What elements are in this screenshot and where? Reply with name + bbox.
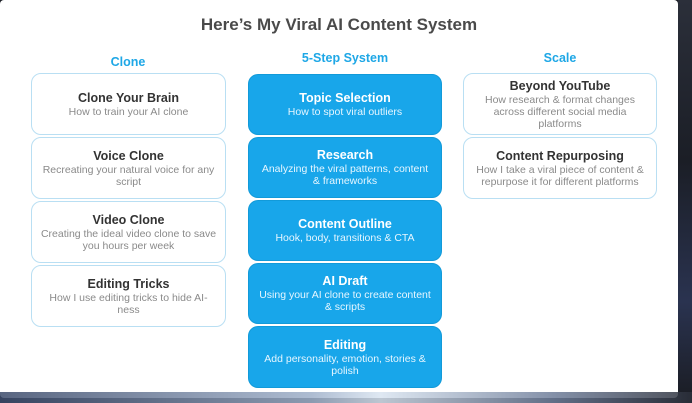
card-title: Content Repurposing [496, 148, 624, 163]
card-subtitle: How to train your AI clone [68, 105, 189, 118]
card-content-repurposing: Content Repurposing How I take a viral p… [463, 137, 657, 199]
card-clone-your-brain: Clone Your Brain How to train your AI cl… [31, 73, 226, 135]
card-title: Topic Selection [299, 91, 391, 105]
card-title: Content Outline [298, 217, 392, 231]
card-content-outline: Content Outline Hook, body, transitions … [248, 200, 442, 261]
card-subtitle: Analyzing the viral patterns, content & … [261, 163, 429, 187]
card-title: Clone Your Brain [78, 90, 179, 105]
card-title: AI Draft [322, 274, 368, 288]
slide: Here’s My Viral AI Content System Clone … [0, 0, 678, 398]
card-subtitle: Creating the ideal video clone to save y… [40, 227, 217, 252]
card-beyond-youtube: Beyond YouTube How research & format cha… [463, 73, 657, 135]
slide-title: Here’s My Viral AI Content System [200, 15, 478, 34]
card-subtitle: Add personality, emotion, stories & poli… [264, 352, 426, 377]
column-heading-clone: Clone [110, 55, 146, 69]
card-voice-clone: Voice Clone Recreating your natural voic… [31, 137, 226, 199]
card-subtitle: How research & format changes across dif… [485, 93, 635, 130]
card-research: Research Analyzing the viral patterns, c… [248, 137, 442, 198]
card-topic-selection: Topic Selection How to spot viral outlie… [248, 74, 442, 135]
card-title: Research [316, 148, 374, 162]
card-subtitle: How to spot viral outliers [287, 106, 403, 118]
card-title: Editing Tricks [87, 276, 170, 291]
card-title: Video Clone [92, 212, 165, 227]
card-title: Voice Clone [93, 148, 164, 163]
card-subtitle: Using your AI clone to create content & … [259, 289, 431, 313]
background-glow [0, 392, 692, 403]
card-title: Beyond YouTube [509, 78, 611, 93]
column-heading-5-step-system: 5-Step System [301, 51, 389, 65]
card-subtitle: Hook, body, transitions & CTA [275, 232, 415, 244]
card-subtitle: Recreating your natural voice for any sc… [42, 163, 215, 188]
column-heading-scale: Scale [543, 51, 577, 65]
card-title: Editing [323, 337, 367, 352]
card-ai-draft: AI Draft Using your AI clone to create c… [248, 263, 442, 324]
card-editing: Editing Add personality, emotion, storie… [248, 326, 442, 388]
card-video-clone: Video Clone Creating the ideal video clo… [31, 201, 226, 263]
card-editing-tricks: Editing Tricks How I use editing tricks … [31, 265, 226, 327]
card-subtitle: How I use editing tricks to hide AI-ness [49, 291, 208, 316]
card-subtitle: How I take a viral piece of content & re… [476, 163, 644, 188]
background-edge [678, 0, 692, 403]
